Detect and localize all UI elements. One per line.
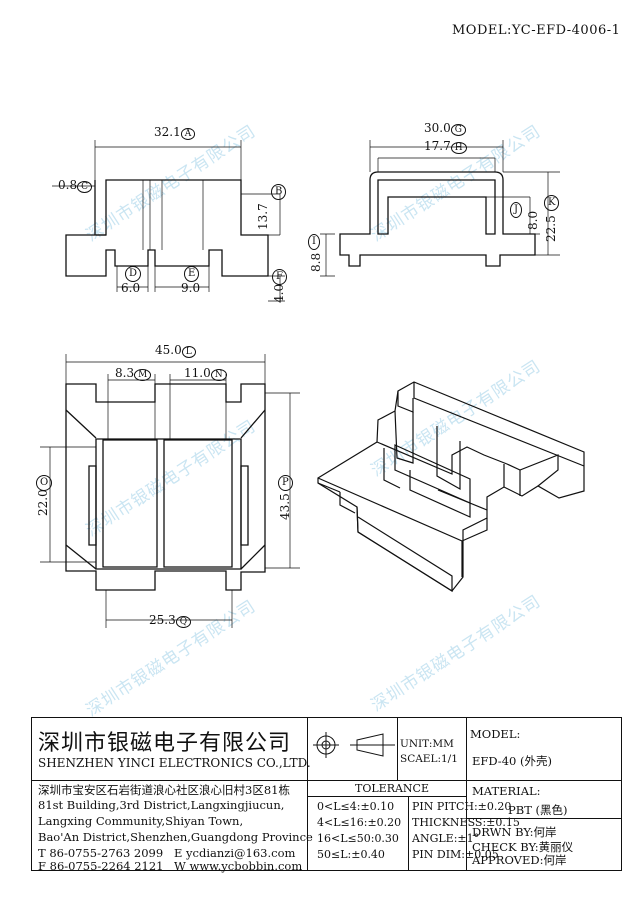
dim-b-marker: B	[271, 184, 287, 200]
material-label: MATERIAL:	[472, 784, 541, 798]
checked-by: CHECK BY:黄丽仪	[472, 840, 574, 854]
plan-view	[65, 383, 266, 591]
material-value: PBT (黑色)	[508, 803, 568, 817]
dim-p-marker: P	[278, 475, 293, 491]
projection-symbol	[313, 732, 395, 758]
drawing-model-number: MODEL:YC-EFD-4006-1	[452, 23, 621, 38]
approved-by: APPROVED:何岸	[472, 853, 567, 867]
unit: UNIT:MM	[400, 738, 454, 750]
address-en-line1: 81st Building,3rd District,Langxingjiucu…	[38, 798, 285, 812]
dim-f-value: 4.0	[272, 283, 286, 303]
dim-d-marker: D	[125, 266, 142, 282]
model-value: EFD-40 (外壳)	[472, 754, 552, 768]
model-label: MODEL:	[470, 727, 521, 741]
company-name-en: SHENZHEN YINCI ELECTRONICS CO.,LTD.	[38, 756, 311, 770]
company-name-cn: 深圳市银磁电子有限公司	[38, 731, 292, 756]
dim-k-marker: K	[544, 195, 560, 211]
dim-o-value: 22.0	[36, 489, 50, 516]
scale: SCAEL:1/1	[400, 753, 458, 765]
dim-e-value: 9.0	[181, 281, 201, 295]
tolerance-3: 16<L≤50:0.30	[317, 832, 399, 845]
website: W www.ycbobbin.com	[174, 859, 303, 873]
email: E ycdianzi@163.com	[174, 846, 296, 860]
address-en-line2: Langxing Community,Shiyan Town,	[38, 814, 244, 828]
pin-pitch-tolerance: PIN PITCH:±0.20	[412, 800, 512, 813]
title-block: 深圳市银磁电子有限公司 SHENZHEN YINCI ELECTRONICS C…	[31, 717, 622, 873]
drawn-by: DRWN BY:何岸	[472, 825, 557, 839]
fax: F 86-0755-2264 2121	[38, 859, 164, 873]
pin-dim-tolerance: PIN DIM:±0.05	[412, 848, 499, 861]
dim-d-value: 6.0	[121, 281, 141, 295]
tolerance-1: 0<L≤4:±0.10	[317, 800, 395, 813]
tolerance-4: 50≤L:±0.40	[317, 848, 385, 861]
angle-tolerance: ANGLE:±1°	[412, 832, 480, 845]
dim-j-value: 8.0	[526, 210, 540, 230]
tolerance-2: 4<L≤16:±0.20	[317, 816, 402, 829]
side-view	[339, 171, 536, 267]
dim-p-value: 43.5	[278, 493, 292, 520]
address-en-line3: Bao'An District,Shenzhen,Guangdong Provi…	[38, 830, 313, 844]
isometric-view	[317, 381, 585, 593]
dim-k-value: 22.5	[544, 215, 558, 242]
address-cn: 深圳市宝安区石岩街道浪心社区浪心旧村3区81栋	[38, 783, 290, 797]
dim-e-marker: E	[184, 266, 200, 282]
thickness-tolerance: THICKNESS:±0.15	[412, 816, 520, 829]
dim-o-marker: O	[36, 475, 53, 491]
dim-f-marker: F	[272, 269, 287, 285]
tolerance-label: TOLERANCE	[355, 782, 429, 795]
dim-b-value: 13.7	[256, 203, 270, 230]
front-view	[65, 179, 269, 277]
dim-i-marker: I	[308, 234, 320, 250]
telephone: T 86-0755-2763 2099	[38, 846, 164, 860]
dim-i-value: 8.8	[309, 252, 323, 272]
dim-j-marker: J	[510, 202, 523, 218]
